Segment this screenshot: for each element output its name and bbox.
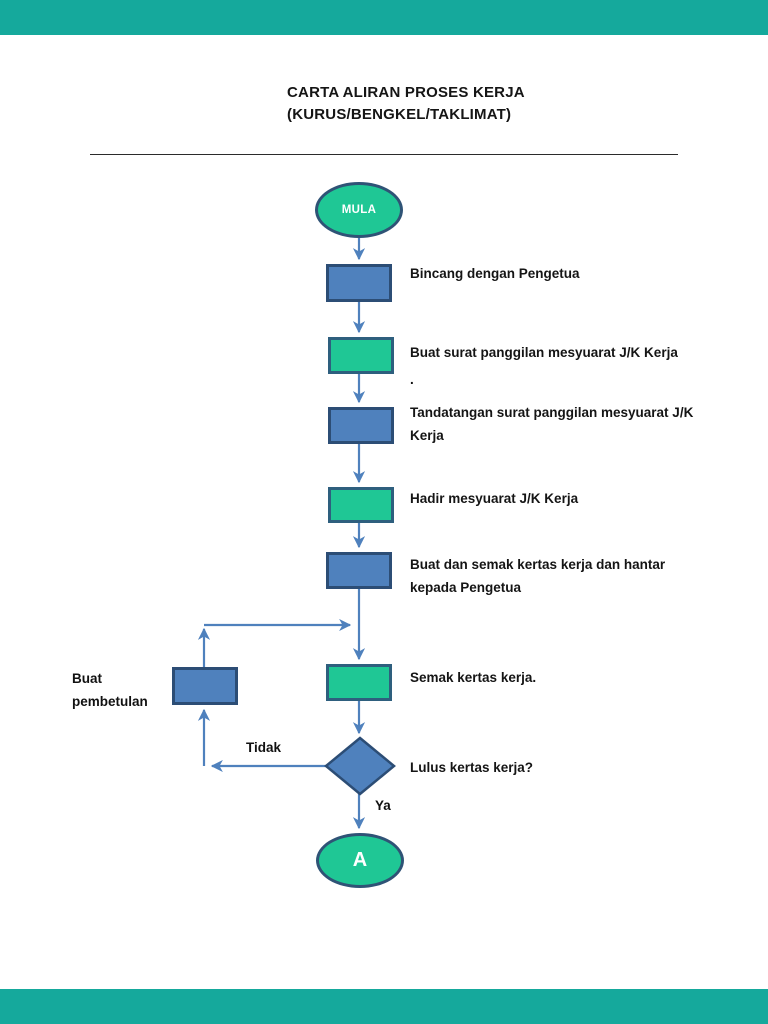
start-node-label: MULA xyxy=(341,204,377,216)
page-title-line-2: (KURUS/BENGKEL/TAKLIMAT) xyxy=(287,106,512,123)
step-box-6 xyxy=(326,664,392,701)
top-page-bar xyxy=(0,0,768,35)
correction-box xyxy=(172,667,238,705)
title-divider xyxy=(90,154,678,155)
step-label-2-note: . xyxy=(410,372,414,387)
decision-label: Lulus kertas kerja? xyxy=(410,760,534,775)
page-title: CARTA ALIRAN PROSES KERJA (KURUS/BENGKEL… xyxy=(287,82,525,126)
step-label-3: Tandatangan surat panggilan mesyuarat J/… xyxy=(410,405,694,443)
step-label-2: Buat surat panggilan mesyuarat J/K Kerja xyxy=(410,345,678,360)
page-title-line-1: CARTA ALIRAN PROSES KERJA xyxy=(287,84,525,101)
step-box-3 xyxy=(328,407,394,444)
start-node: MULA xyxy=(315,182,403,238)
correction-label: Buat pembetulan xyxy=(72,671,148,709)
end-node: A xyxy=(316,833,404,888)
step-label-1: Bincang dengan Pengetua xyxy=(410,266,580,281)
step-label-4: Hadir mesyuarat J/K Kerja xyxy=(410,491,579,506)
decision-yes-label: Ya xyxy=(375,798,391,813)
bottom-page-bar xyxy=(0,989,768,1024)
step-box-5 xyxy=(326,552,392,589)
step-box-1 xyxy=(326,264,392,302)
end-node-label: A xyxy=(352,849,368,871)
decision-diamond xyxy=(324,736,396,796)
step-box-4 xyxy=(328,487,394,523)
step-label-5: Buat dan semak kertas kerja dan hantar k… xyxy=(410,557,666,595)
decision-no-label: Tidak xyxy=(246,740,282,755)
step-box-2 xyxy=(328,337,394,374)
step-label-6: Semak kertas kerja. xyxy=(410,670,537,685)
